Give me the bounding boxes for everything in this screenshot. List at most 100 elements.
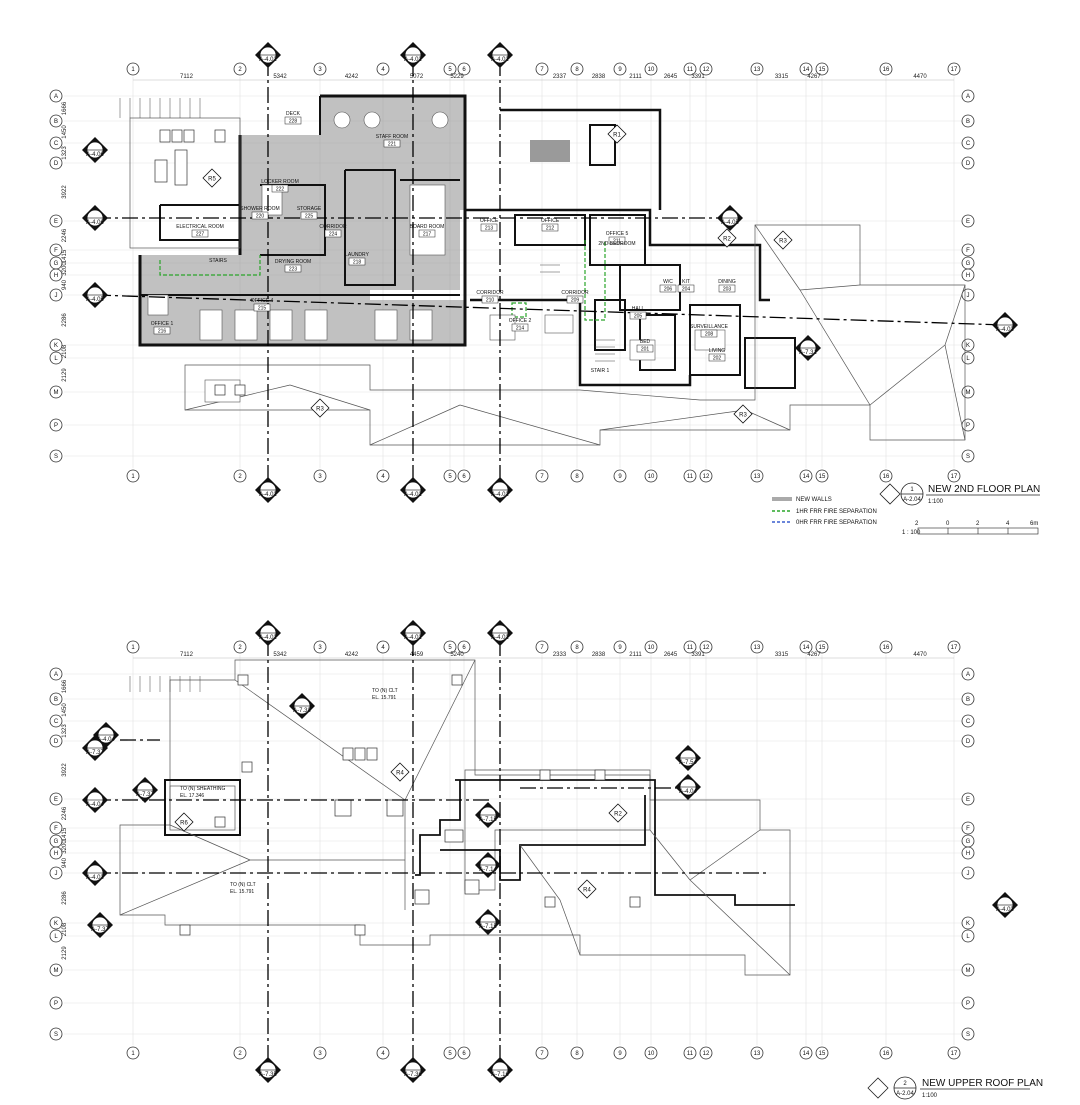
- plan2-grid-bubble-row: [49, 866, 63, 880]
- plan2-section-marker: A-7.38: [289, 693, 315, 719]
- plan1-roof-tag: R3: [739, 413, 747, 419]
- plan2-grid-label-row-right: A: [966, 672, 970, 678]
- plan2-grid-bubble-row: [49, 929, 63, 943]
- plan2-row-dimension: 940: [62, 857, 68, 868]
- plan2-grid-label-col-bottom: 15: [819, 1051, 826, 1057]
- scale-mark-4: 6m: [1030, 521, 1038, 527]
- plan2-roof-tag: R4: [583, 888, 591, 894]
- room-number: 212: [546, 226, 555, 232]
- plan1-roof-tag-diamond: [717, 228, 737, 248]
- plan1-grid-label-row: C: [54, 141, 59, 147]
- plan2-section-marker: A-4.03: [82, 860, 108, 886]
- plan2-grid-bubble-row: [49, 1027, 63, 1041]
- plan1-grid-bubble-col: [683, 62, 697, 76]
- plan2-grid-label-row-right: L: [966, 934, 970, 940]
- plan2-grid: 1122334455667788991010111112121313141415…: [49, 640, 975, 1060]
- plan2-section-marker-ref: A-7.16: [491, 1072, 509, 1078]
- plan2-section-marker-ref: A-7.37: [86, 750, 104, 756]
- legend-1hr-frr: 1HR FRR FIRE SEPARATION: [796, 509, 877, 515]
- plan1-grid-bubble-row-right: [961, 156, 975, 170]
- plan1-grid-bubble-col: [815, 62, 829, 76]
- plan2-grid-label-row-right: J: [967, 871, 970, 877]
- plan2-grid-label-col: 12: [703, 645, 710, 651]
- plan2-grid-bubble-col-bottom: [457, 1046, 471, 1060]
- plan2-grid-label-col: 13: [754, 645, 761, 651]
- elevation-value: EL. 15.791: [230, 889, 254, 895]
- plan1-section-marker-ref: A-4.02: [404, 57, 422, 63]
- plan2-section-marker-ref: A-7.54: [679, 760, 697, 766]
- plan1-row-dimension: 1666: [62, 101, 68, 115]
- plan1-grid-label-col-bottom: 13: [754, 474, 761, 480]
- plan1-section-marker: A-4.02: [400, 42, 426, 68]
- room-name: STORAGE: [297, 206, 322, 212]
- room-number: 225: [305, 214, 314, 220]
- plan2-grid-label-row: K: [54, 921, 58, 927]
- plan2-grid-label-col-bottom: 14: [803, 1051, 810, 1057]
- plan1-section-marker: A-7.31: [795, 335, 821, 361]
- plan1-row-dimension: 1415: [62, 249, 68, 263]
- plan2-grid-label-row-right: F: [966, 826, 970, 832]
- plan1-grid-bubble-row: [49, 156, 63, 170]
- plan1-grid-label-row-right: L: [966, 356, 970, 362]
- plan2-grid-label-row: D: [54, 739, 59, 745]
- elevation-note: TO (N) CLT: [372, 688, 398, 694]
- plan2-dimension: 5240: [450, 652, 464, 658]
- plan1-section-marker-ref: A-4.05: [721, 220, 739, 226]
- plan1-grid-label-col-bottom: 10: [648, 474, 655, 480]
- plan1-grid-bubble-col: [376, 62, 390, 76]
- plan2-section-marker-ref: A-4.03: [86, 875, 104, 881]
- room-number: 221: [388, 142, 397, 148]
- plan2-grid-bubble-col: [644, 640, 658, 654]
- plan2-grid-label-col-bottom: 2: [238, 1051, 242, 1057]
- plan1-grid-label-col-bottom: 17: [951, 474, 958, 480]
- plan2-grid-label-col-bottom: 10: [648, 1051, 655, 1057]
- plan2-section-marker: A-7.36: [400, 1057, 426, 1083]
- plan2-grid-bubble-col: [443, 640, 457, 654]
- plan2-section-marker: A-7.54: [675, 745, 701, 771]
- plan2-roof-tag-diamond: [390, 762, 410, 782]
- plan2-grid-label-col-bottom: 7: [540, 1051, 544, 1057]
- plan2-grid-label-col: 15: [819, 645, 826, 651]
- plan1-grid-label-col: 10: [648, 67, 655, 73]
- plan2-grid-bubble-row-right: [961, 692, 975, 706]
- plan2-grid-label-row: P: [54, 1001, 58, 1007]
- room-name: LOCKER ROOM: [261, 179, 299, 185]
- plan2-grid-bubble-col: [535, 640, 549, 654]
- plan1-grid-label-row-right: S: [966, 454, 970, 460]
- plan2-grid-bubble-col-bottom: [570, 1046, 584, 1060]
- plan1-grid-label-col-bottom: 1: [131, 474, 135, 480]
- plan2-grid-label-col: 14: [803, 645, 810, 651]
- plan1-grid-bubble-row: [49, 351, 63, 365]
- plan2-grid-bubble-col-bottom: [815, 1046, 829, 1060]
- plan2-grid-label-row-right: K: [966, 921, 970, 927]
- plan2-grid-bubble-col-bottom: [233, 1046, 247, 1060]
- plan2-grid-label-row: C: [54, 719, 59, 725]
- room-name: 2ND BEDROOM: [598, 241, 635, 247]
- plan1-roof-tag: R2: [723, 237, 731, 243]
- room-number: 203: [723, 287, 732, 293]
- plan2-section-marker-ref: A-7.14: [479, 867, 497, 873]
- plan1-grid-bubble-row-right: [961, 268, 975, 282]
- plan1-grid-label-row: L: [54, 356, 58, 362]
- plan1-grid-bubble-col-bottom: [126, 469, 140, 483]
- room-name: W/C: [663, 279, 673, 285]
- plan2-grid-bubble-row-right: [961, 866, 975, 880]
- plan1-grid-bubble-row-right: [961, 114, 975, 128]
- plan1-dimension: 7112: [180, 74, 194, 80]
- plan2-section-marker-ref: A-7.37: [91, 927, 109, 933]
- plan1-grid-label-col-bottom: 6: [462, 474, 466, 480]
- plan1-grid-label-row: G: [54, 261, 59, 267]
- plan1-title: NEW 2ND FLOOR PLAN: [928, 484, 1040, 495]
- plan2-grid-bubble-col-bottom: [644, 1046, 658, 1060]
- plan2-grid-bubble-col-bottom: [699, 1046, 713, 1060]
- plan1-grid-label-col-bottom: 14: [803, 474, 810, 480]
- plan1-grid-bubble-col-bottom: [879, 469, 893, 483]
- plan2-row-dimension: 1415: [62, 827, 68, 841]
- plan1-section-marker-ref: A-4.02: [259, 492, 277, 498]
- plan2-row-dimension: 2286: [62, 891, 68, 905]
- room-number: 214: [516, 326, 525, 332]
- room-number: 227: [196, 232, 205, 238]
- plan1-grid-bubble-row: [49, 136, 63, 150]
